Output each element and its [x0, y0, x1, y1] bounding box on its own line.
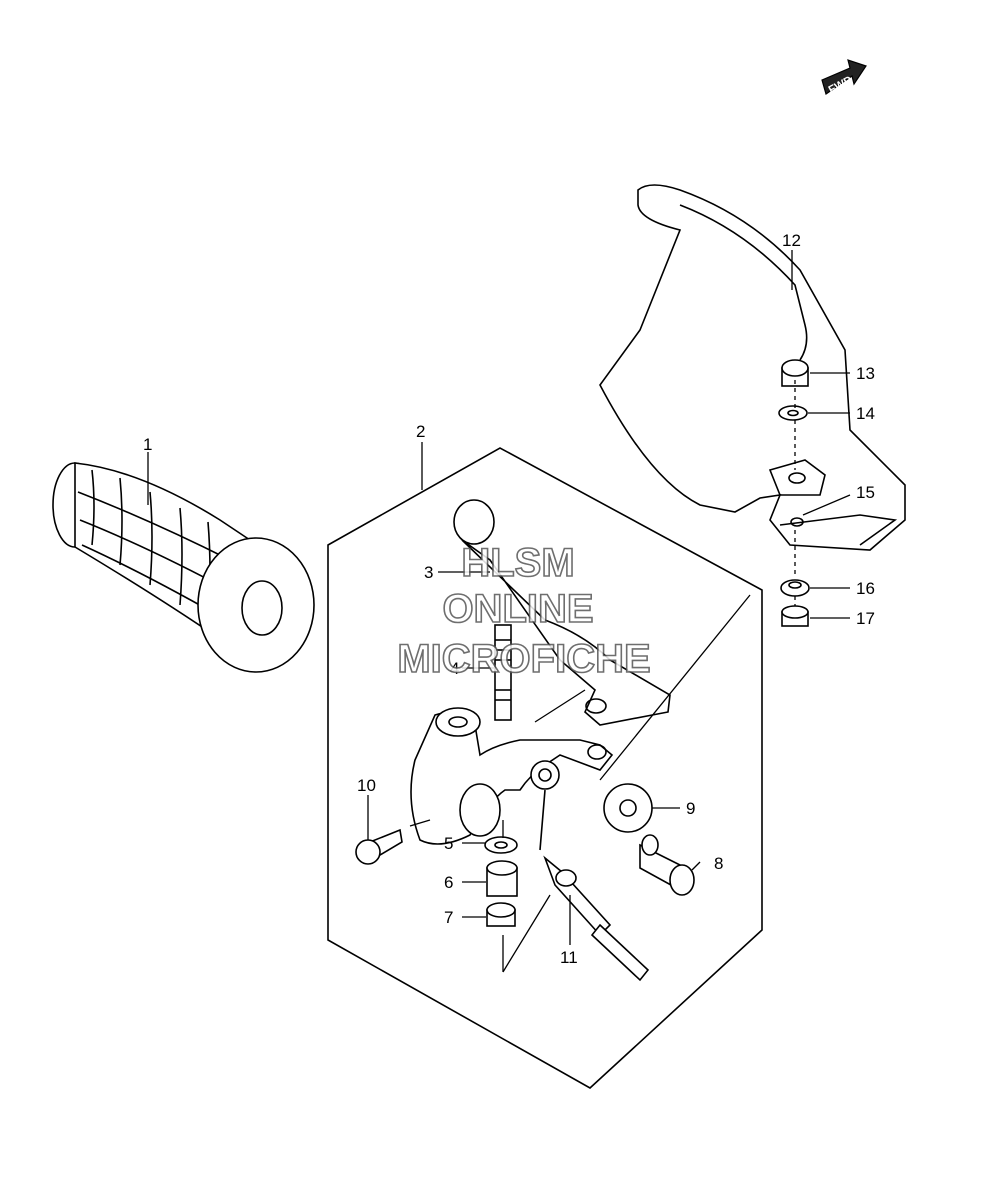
collar-part-16: [780, 579, 810, 597]
callout-7: 7: [444, 908, 453, 927]
callout-15: 15: [856, 483, 875, 502]
bolt-part: [355, 828, 403, 865]
adjuster-part: [639, 834, 695, 896]
collar-part: [486, 860, 518, 897]
lever-part: [453, 499, 671, 726]
callout-6: 6: [444, 873, 453, 892]
watermark-line-3: MICROFICHE: [397, 637, 650, 681]
callout-11: 11: [560, 948, 578, 967]
hand-guard-part: [599, 184, 906, 551]
watermark-line-2: ONLINE: [442, 587, 593, 631]
switch-part: [539, 789, 650, 982]
kit-boundary: [327, 447, 763, 1089]
callout-1: 1: [143, 435, 152, 454]
callout-4: 4: [450, 659, 459, 678]
cap-nut-part: [781, 359, 809, 387]
grip-part: [52, 462, 315, 673]
callout-16: 16: [856, 579, 875, 598]
adjuster-nut-part: [603, 783, 653, 833]
callout-5: 5: [444, 834, 453, 853]
nut-part: [486, 902, 516, 927]
watermark-line-1: HLSM: [461, 541, 574, 585]
callout-14: 14: [856, 404, 875, 423]
washer-part: [484, 836, 518, 854]
callout-13: 13: [856, 364, 875, 383]
callout-3: 3: [424, 563, 433, 582]
callout-2: 2: [416, 422, 425, 441]
callout-12: 12: [782, 231, 801, 250]
callout-10: 10: [357, 776, 376, 795]
callout-9: 9: [686, 799, 695, 818]
nut-part-17: [781, 605, 809, 627]
callout-8: 8: [714, 854, 723, 873]
washer-part-14: [778, 405, 808, 421]
lever-holder-part: [410, 707, 614, 845]
stud-part: [494, 624, 512, 721]
callout-17: 17: [856, 609, 875, 628]
fwd-arrow-icon: FWD: [821, 59, 867, 96]
